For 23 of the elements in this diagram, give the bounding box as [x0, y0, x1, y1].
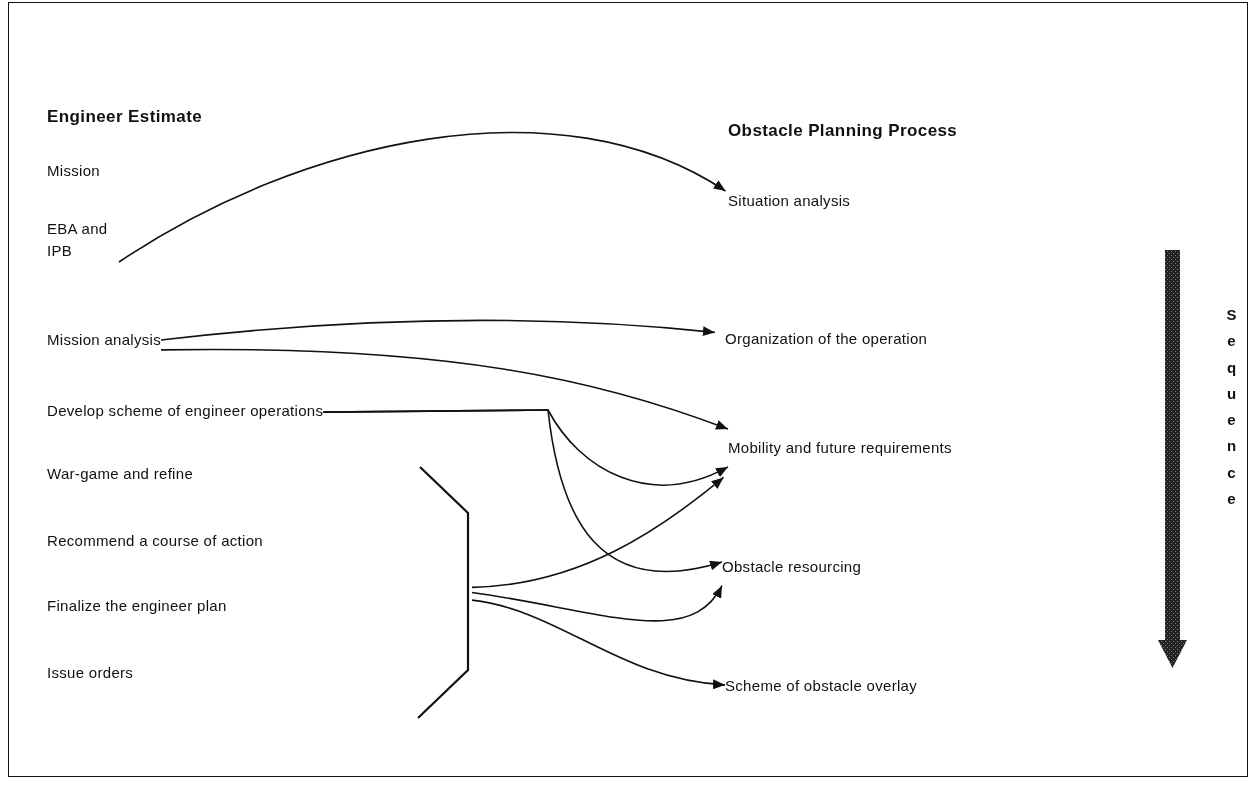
arrow	[471, 599, 726, 689]
step-label: Scheme of obstacle overlay	[725, 675, 918, 697]
step-label: Issue orders	[47, 662, 134, 684]
arrow	[160, 348, 729, 430]
step-label: Mobility and future requirements	[728, 427, 952, 469]
sequence-label: Sequence	[1225, 305, 1238, 509]
column-heading: Obstacle Planning Process	[728, 121, 958, 141]
step-label: Mission analysis	[47, 329, 161, 351]
step-label: Finalize the engineer plan	[47, 595, 227, 617]
arrow	[471, 584, 723, 622]
step-label: Obstacle resourcing	[722, 550, 862, 584]
arrow	[160, 319, 716, 341]
step-label: Mission	[47, 160, 100, 182]
arrow	[322, 409, 723, 573]
step-label: Organization of the operation	[725, 328, 928, 350]
step-label: Situation analysis	[728, 190, 851, 212]
arrow	[471, 476, 725, 589]
arrow	[118, 132, 727, 263]
step-label: Recommend a course of action	[47, 530, 263, 552]
column-heading: Engineer Estimate	[47, 107, 203, 127]
step-label: EBA and IPB	[47, 218, 119, 262]
step-label: War-game and refine	[47, 463, 194, 485]
step-label: Develop scheme of engineer operations	[47, 400, 324, 422]
